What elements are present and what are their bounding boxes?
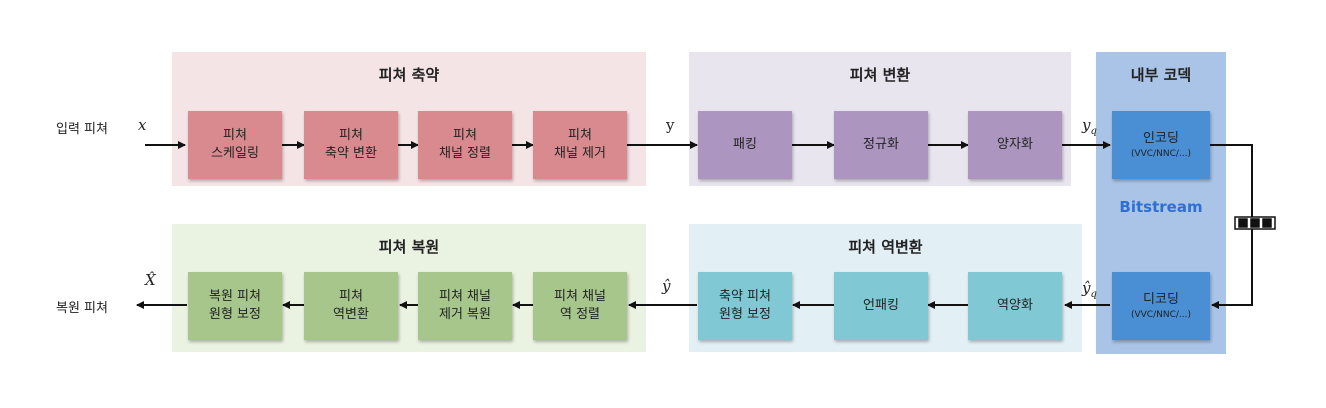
box-encoding: 인코딩(VVC/NNC/...): [1112, 111, 1210, 179]
input-feature-label: 입력 피쳐: [56, 122, 108, 137]
group-title-feature-restoration: 피쳐 복원: [378, 238, 440, 256]
symbol-yq-hat: ŷq: [1082, 279, 1097, 300]
group-title-feature-reduction: 피쳐 축약: [378, 66, 440, 84]
bitstream-label: Bitstream: [1119, 198, 1203, 216]
box-normalization: 정규화: [834, 111, 928, 179]
box-decoding: 디코딩(VVC/NNC/...): [1112, 272, 1210, 340]
box-unpacking: 언패킹: [834, 272, 928, 340]
symbol-x: x: [138, 116, 147, 134]
symbol-x-hat: X̂: [145, 271, 156, 289]
box-quantization: 양자화: [968, 111, 1062, 179]
arrow-encode-to-bitstream: [1209, 144, 1253, 217]
box-dequantization: 역양화: [968, 272, 1062, 340]
group-title-feature-inverse-transform: 피쳐 역변환: [848, 238, 923, 256]
bitstream-symbol: [1234, 216, 1276, 230]
arrow-bitstream-to-decode: [1211, 229, 1253, 309]
box-packing: 패킹: [698, 111, 792, 179]
symbol-y-hat: ŷ: [662, 277, 671, 295]
group-title-feature-transform: 피쳐 변환: [849, 66, 911, 84]
symbol-y: y: [666, 116, 675, 134]
output-feature-label: 복원 피쳐: [56, 301, 108, 316]
symbol-yq: yq: [1082, 116, 1097, 137]
group-title-inner-codec: 내부 코덱: [1130, 66, 1192, 84]
